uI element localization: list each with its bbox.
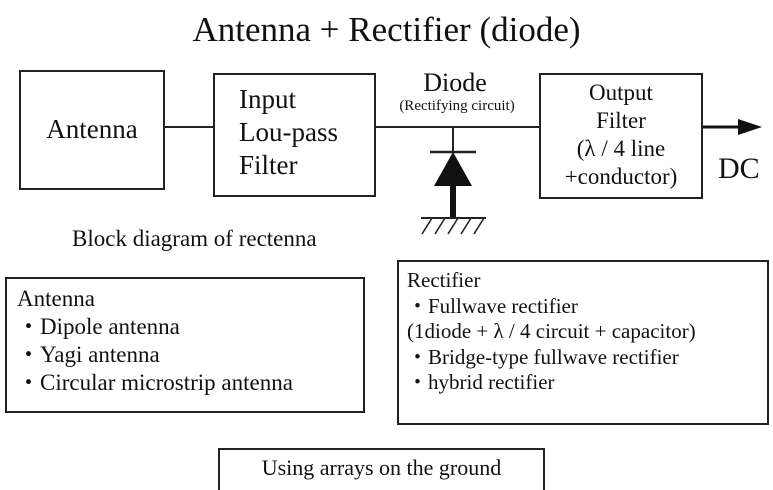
rectifier-type-item: ・Bridge-type fullwave rectifier (407, 344, 679, 369)
output-filter-line-4: +conductor) (564, 164, 678, 190)
dc-output-label: DC (718, 152, 760, 185)
rectifier-types-box: Rectifier ・Fullwave rectifier (1diode + … (397, 260, 769, 425)
input-filter-line-2: Lou-pass (239, 116, 338, 147)
output-filter-block: Output Filter (λ / 4 line +conductor) (539, 73, 703, 199)
output-arrow-head (738, 119, 762, 135)
antenna-block: Antenna (19, 70, 165, 190)
antenna-type-item: ・Dipole antenna (17, 314, 180, 340)
diode-label: Diode (423, 68, 487, 97)
output-filter-line-2: Filter (596, 108, 646, 134)
rectifier-type-item: ・hybrid rectifier (407, 370, 555, 395)
footer-text: Using arrays on the ground (261, 455, 502, 480)
antenna-types-heading: Antenna (17, 286, 95, 311)
ground-hatch (421, 217, 485, 235)
antenna-types-box: Antenna ・Dipole antenna ・Yagi antenna ・C… (5, 277, 365, 413)
input-filter-line-1: Input (239, 84, 296, 114)
rectifier-type-item: ・Fullwave rectifier (407, 293, 578, 318)
diagram-caption: Block diagram of rectenna (72, 226, 317, 251)
rectifier-type-item: (1diode + λ / 4 circuit + capacitor) (407, 319, 696, 344)
footer-box: Using arrays on the ground (218, 448, 545, 490)
input-filter-block: Input Lou-pass Filter (213, 73, 376, 197)
input-filter-line-3: Filter (239, 149, 298, 180)
rectifier-types-heading: Rectifier (407, 268, 481, 292)
diode-sublabel: (Rectifying circuit) (399, 98, 515, 114)
output-filter-line-3: (λ / 4 line (576, 136, 666, 162)
output-filter-line-1: Output (589, 80, 653, 105)
diode-triangle (434, 152, 472, 186)
antenna-type-item: ・Yagi antenna (17, 342, 160, 368)
antenna-block-label: Antenna (46, 114, 138, 144)
diagram-title: Antenna + Rectifier (diode) (192, 10, 581, 49)
antenna-type-item: ・Circular microstrip antenna (17, 370, 293, 396)
